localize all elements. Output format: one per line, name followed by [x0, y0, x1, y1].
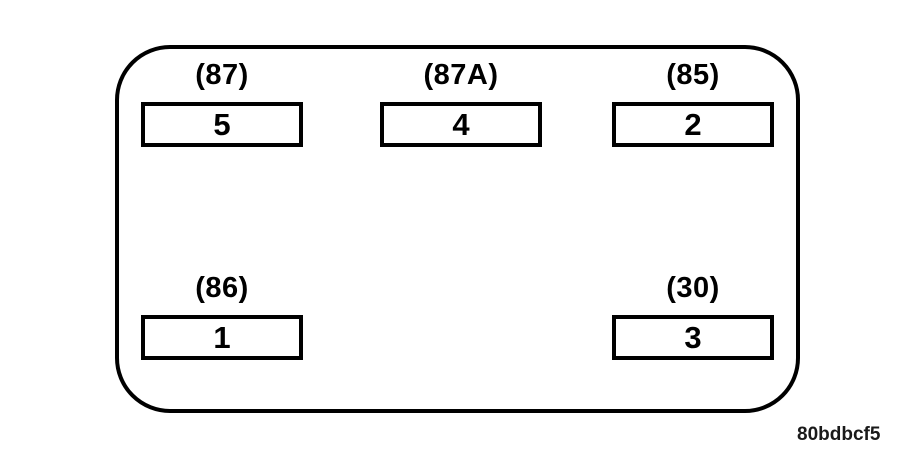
cavity-number-30: 3: [684, 320, 702, 355]
terminal-label-87a: (87A): [423, 59, 499, 91]
terminal-label-86: (86): [195, 272, 249, 304]
pin-terminal-87: (87) 5: [141, 58, 303, 147]
cavity-box-86: 1: [141, 315, 303, 360]
cavity-box-30: 3: [612, 315, 774, 360]
pin-terminal-86: (86) 1: [141, 271, 303, 360]
terminal-label-30: (30): [666, 272, 720, 304]
figure-code: 80bdbcf5: [797, 424, 881, 445]
cavity-box-87a: 4: [380, 102, 542, 147]
cavity-box-85: 2: [612, 102, 774, 147]
cavity-number-85: 2: [684, 107, 702, 142]
pin-terminal-87a: (87A) 4: [380, 58, 542, 147]
cavity-number-86: 1: [213, 320, 231, 355]
terminal-label-87: (87): [195, 59, 249, 91]
cavity-box-87: 5: [141, 102, 303, 147]
terminal-label-85: (85): [666, 59, 720, 91]
pin-terminal-85: (85) 2: [612, 58, 774, 147]
cavity-number-87a: 4: [452, 107, 470, 142]
cavity-number-87: 5: [213, 107, 231, 142]
pin-terminal-30: (30) 3: [612, 271, 774, 360]
